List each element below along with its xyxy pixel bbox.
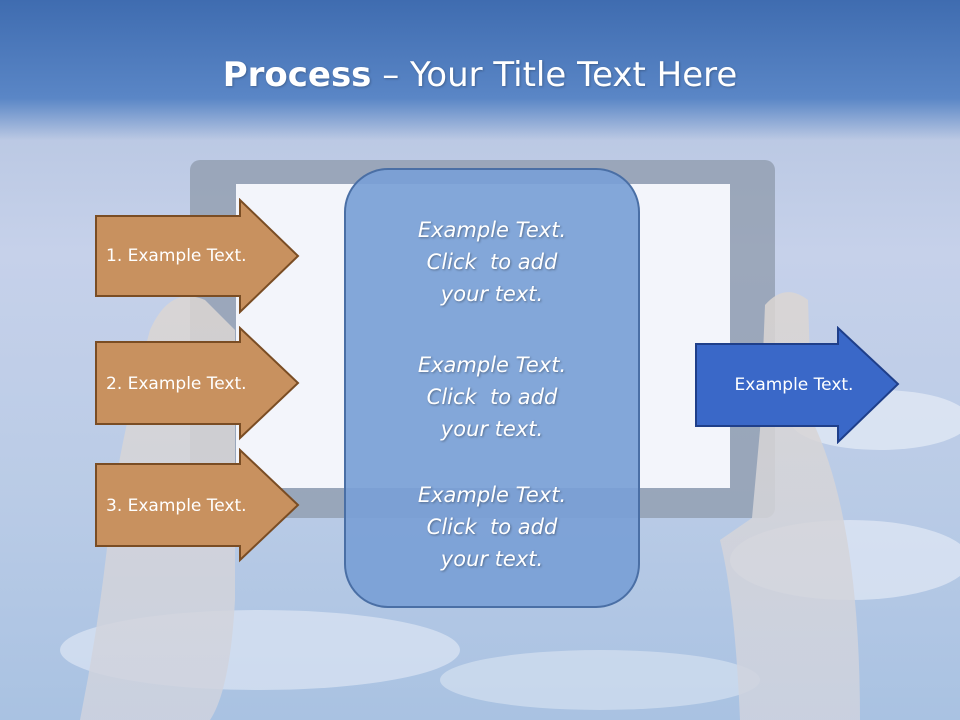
- output-arrow: Example Text.: [694, 326, 900, 444]
- slide-title: Process – Your Title Text Here: [0, 52, 960, 98]
- block-1-line-3: your text.: [440, 282, 544, 306]
- block-2-line-3: your text.: [440, 417, 544, 441]
- block-3-line-1: Example Text.: [417, 483, 567, 507]
- block-2-line-1: Example Text.: [417, 353, 567, 377]
- step-arrow-2: 2. Example Text.: [94, 326, 300, 442]
- output-label: Example Text.: [734, 375, 854, 395]
- step-arrow-3: 3. Example Text.: [94, 448, 300, 564]
- step-label-1: 1. Example Text.: [106, 246, 247, 266]
- step-arrow-1: 1. Example Text.: [94, 198, 300, 314]
- block-3-line-3: your text.: [440, 547, 544, 571]
- title-bold: Process: [222, 55, 372, 95]
- step-label-3: 3. Example Text.: [106, 496, 247, 516]
- block-3-line-2: Click to add: [426, 515, 558, 539]
- process-text-block-2: Example Text. Click to add your text.: [346, 349, 638, 445]
- process-text-block-3: Example Text. Click to add your text.: [346, 479, 638, 575]
- block-2-line-2: Click to add: [426, 385, 558, 409]
- step-label-2: 2. Example Text.: [106, 374, 247, 394]
- title-band: [0, 0, 960, 140]
- block-1-line-2: Click to add: [426, 250, 558, 274]
- process-text-block-1: Example Text. Click to add your text.: [346, 214, 638, 310]
- block-1-line-1: Example Text.: [417, 218, 567, 242]
- title-rest: – Your Title Text Here: [371, 55, 738, 95]
- process-box: Example Text. Click to add your text. Ex…: [344, 168, 640, 608]
